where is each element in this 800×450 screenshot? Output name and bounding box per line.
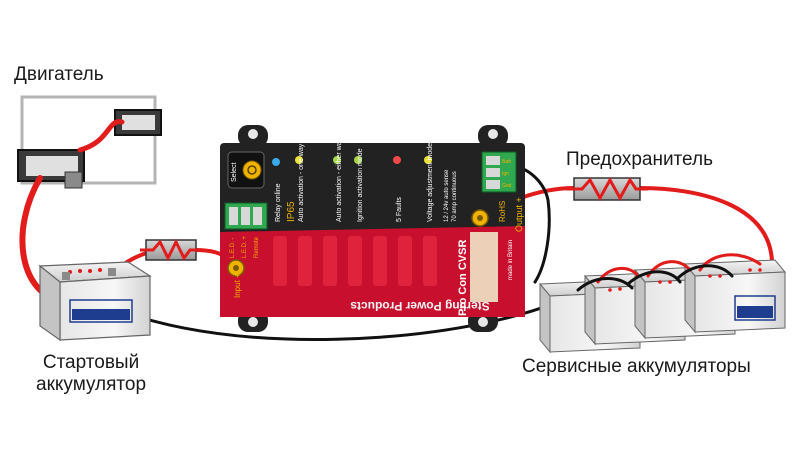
led-faults [393,156,401,164]
terminal-label-led-minus: L.E.D. - [230,238,236,258]
service-ground-wire [503,163,551,284]
starter-battery-label: Стартовый аккумулятор [36,352,146,396]
service-batteries-label: Сервисные аккумуляторы [522,356,751,377]
starter-battery-label-line2: аккумулятор [36,374,147,395]
engine-label: Двигатель [14,64,104,85]
legend-ignition-mode: Ignition activation mode [357,148,364,222]
remote-terminal-block: L.E.D. - L.E.D. + Remote [224,202,268,258]
engine-diagram [17,95,162,189]
indicator-leds [272,156,432,166]
service-battery-4 [683,259,787,334]
legend-auto-either-way: Auto activation - either way [336,137,343,222]
service-interconnects [576,253,762,292]
terminal-label-led-plus: L.E.D. + [242,236,248,258]
select-button-label: Select [231,162,238,182]
ip-rating: IP65 [286,201,297,222]
made-in-label: made in Britain [508,240,514,280]
device-red-panel [220,226,525,317]
cvsr-device: Select Relay online Auto activation - on… [220,125,525,332]
engine-frame [20,95,157,185]
led-auto-one-way [295,156,303,164]
led-ignition-mode [354,156,362,164]
starter-battery-label-line1: Стартовый [42,352,140,373]
led-voltage-adjust [424,156,432,164]
output-label: Output + [514,197,524,232]
input-label: Input + [233,273,242,298]
terminal-batt: Batt [502,159,512,165]
fuse-label: Предохранитель [566,149,713,170]
terminal-gnd: Gnd [502,183,512,189]
ground-lug [64,171,83,189]
fuse-right [566,176,648,202]
sense-note: 12 / 24v auto sense [444,169,450,222]
continuous-note: 70 amp continuous [452,171,458,222]
fuse-left [140,238,202,262]
legend-relay-online: Relay online [275,183,282,222]
brand-text: Sterling Power Products [350,299,490,313]
legend-faults: 5 Faults [396,197,403,222]
output-terminal: Output + made in Britain [471,197,524,280]
select-button[interactable]: Select [227,151,265,189]
terminal-ign: Ign [502,171,509,177]
legend-auto-one-way: Auto activation - one way [298,143,305,222]
rohs-mark: RoHS [498,201,507,222]
starter-battery [38,261,152,342]
legend-voltage-adjust: Voltage adjustment mode [427,143,434,222]
led-auto-either-way [333,156,341,164]
fuse-to-service-wire [638,186,774,264]
terminal-label-remote: Remote [254,236,260,258]
engine-to-starter-wire [77,119,125,153]
instruction-panel [470,232,498,302]
input-terminal: Input + [227,259,245,298]
service-batteries [538,253,787,354]
power-terminal-block: Batt Ign Gnd RoHS [481,151,517,222]
led-relay-online [272,158,280,166]
model-text: Pro Con CVSR [457,240,469,316]
